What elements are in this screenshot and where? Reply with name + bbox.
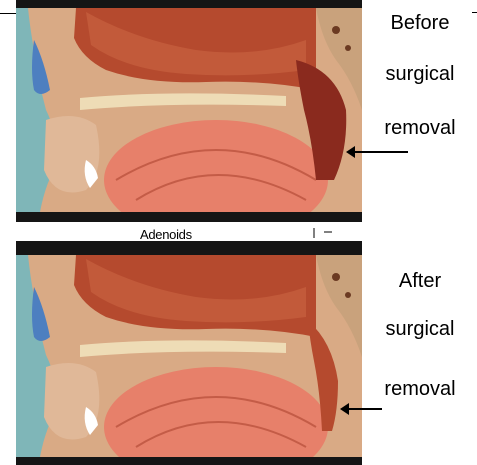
left-arrow-icon xyxy=(346,146,408,158)
before-anatomy-drawing xyxy=(16,0,362,222)
left-arrow-icon xyxy=(340,403,382,415)
after-label-3: removal xyxy=(368,378,472,401)
scan-artifact-marks xyxy=(310,226,340,240)
after-label-line-1: After xyxy=(368,270,472,293)
after-label-line-3: removal xyxy=(368,378,472,401)
before-label-line-2: surgical xyxy=(368,63,472,86)
before-illustration xyxy=(16,0,362,222)
top-left-rule xyxy=(0,13,16,14)
before-label: Before xyxy=(368,12,472,35)
after-anatomy-drawing xyxy=(16,241,362,465)
after-illustration xyxy=(16,241,362,465)
after-label: After xyxy=(368,270,472,293)
adenoids-caption: Adenoids xyxy=(140,227,192,242)
before-label-line-3: removal xyxy=(368,117,472,140)
before-label-2: surgical xyxy=(368,63,472,86)
after-label-line-2: surgical xyxy=(368,318,472,341)
before-label-3: removal xyxy=(368,117,472,140)
before-label-line-1: Before xyxy=(368,12,472,35)
top-right-rule xyxy=(472,12,477,13)
after-label-2: surgical xyxy=(368,318,472,341)
